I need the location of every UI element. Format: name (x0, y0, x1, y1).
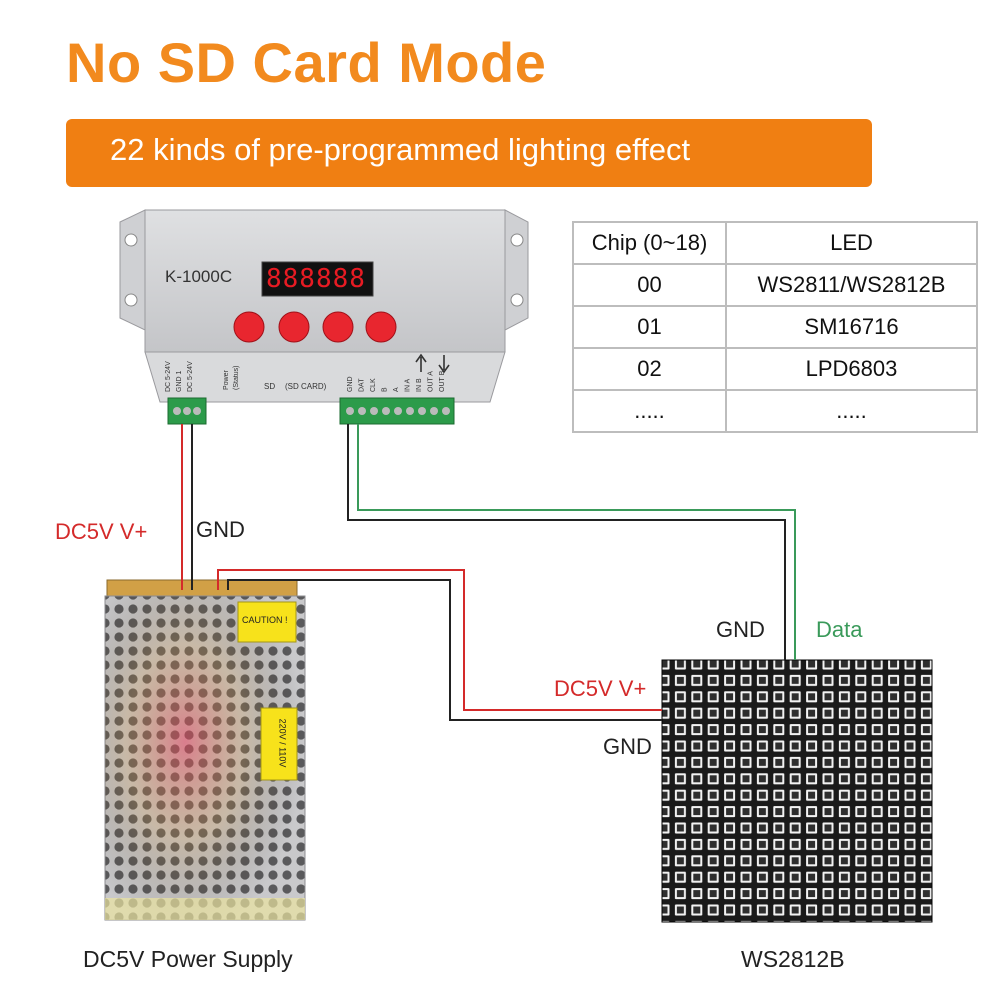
signal-terminal-label: GND (347, 376, 354, 392)
matrix-data-label: Data (816, 617, 863, 642)
signal-terminal-label: IN B (416, 378, 423, 392)
sd-card-label: (SD CARD) (285, 382, 327, 391)
table-cell: 01 (572, 305, 727, 349)
table-cell: ..... (725, 389, 978, 433)
power-supply-unit (104, 579, 306, 921)
table-header-chip: Chip (0~18) (572, 221, 727, 265)
caution-sticker-text: CAUTION ! (242, 615, 288, 625)
feature-banner-text: 22 kinds of pre-programmed lighting effe… (110, 132, 691, 167)
controller-display: 888888 (266, 264, 366, 294)
status-panel-label: Power (223, 369, 230, 390)
wires (181, 424, 796, 721)
table-cell: 00 (572, 263, 727, 307)
power-terminal-label: GND 1 (176, 371, 183, 393)
table-cell: WS2811/WS2812B (725, 263, 978, 307)
matrix-gnd-side-label: GND (603, 734, 652, 759)
chip-table: Chip (0~18) LED 00 WS2811/WS2812B 01 SM1… (572, 221, 978, 433)
wire-supply-gnd (227, 579, 662, 721)
arrow-down-icon (438, 355, 450, 374)
signal-terminal-label: OUT A (428, 371, 435, 392)
table-cell: ..... (572, 389, 727, 433)
matrix-gnd-top-label: GND (716, 617, 765, 642)
table-header-row: Chip (0~18) LED (572, 221, 978, 265)
table-row: 00 WS2811/WS2812B (572, 263, 978, 307)
matrix-caption: WS2812B (741, 946, 845, 972)
signal-terminal-label: A (393, 387, 400, 392)
wire-matrix-gnd (347, 424, 786, 660)
caution-sticker (237, 601, 297, 643)
wire-matrix-data (357, 424, 796, 660)
wire-supply-vplus (217, 569, 662, 711)
supply-vplus-label: DC5V V+ (55, 519, 148, 544)
page-title: No SD Card Mode (66, 31, 547, 94)
table-cell: SM16716 (725, 305, 978, 349)
arrow-up-icon (415, 353, 427, 372)
controller-buttons (233, 311, 397, 343)
signal-terminal-label: B (382, 387, 389, 392)
power-terminal-label: DC 5-24V (165, 361, 172, 392)
signal-terminal-label: CLK (370, 378, 377, 392)
signal-terminal-label: OUT B (439, 370, 446, 392)
supply-gnd-label: GND (196, 517, 245, 542)
signal-terminal-label: DAT (359, 378, 366, 392)
table-header-led: LED (725, 221, 978, 265)
table-cell: LPD6803 (725, 347, 978, 391)
status-panel-label: (Status) (233, 365, 240, 390)
voltage-sticker (260, 707, 298, 781)
table-row: 01 SM16716 (572, 305, 978, 349)
power-supply-caption: DC5V Power Supply (83, 946, 293, 972)
controller-model-label: K-1000C (165, 267, 233, 286)
table-cell: 02 (572, 347, 727, 391)
voltage-sticker-text: 220V / 110V (277, 718, 288, 768)
signal-terminal-label: IN A (405, 378, 412, 392)
led-matrix-ws2812b (661, 659, 933, 923)
controller-k1000c (119, 209, 529, 425)
table-row: ..... ..... (572, 389, 978, 433)
sd-label: SD (264, 382, 276, 391)
power-terminal-label: DC 5-24V (187, 361, 194, 392)
table-row: 02 LPD6803 (572, 347, 978, 391)
feature-banner (66, 119, 872, 187)
matrix-vplus-label: DC5V V+ (554, 676, 647, 701)
